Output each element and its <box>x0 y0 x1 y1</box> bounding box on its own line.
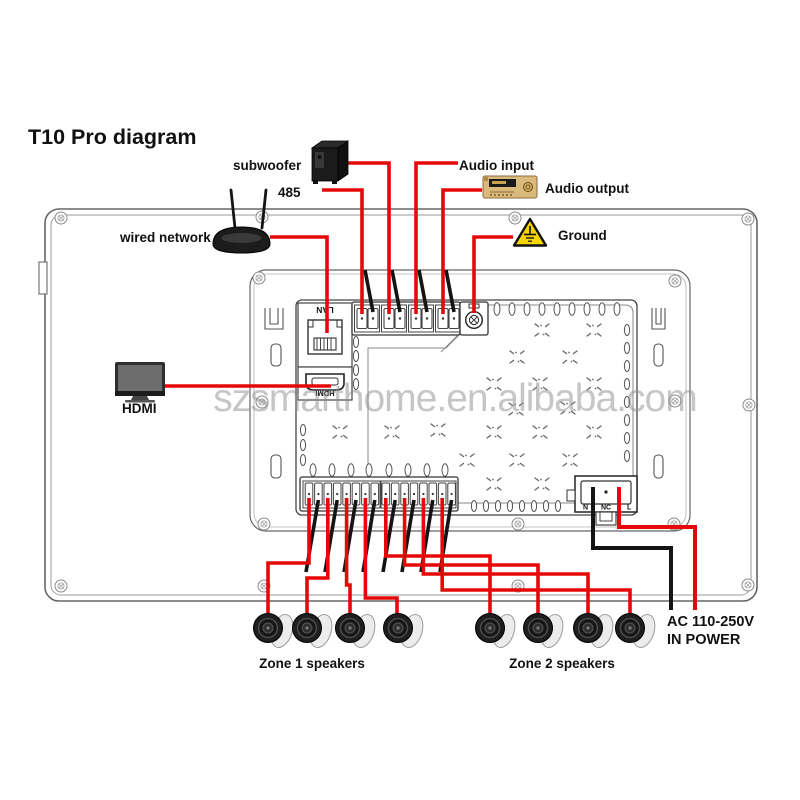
tv-icon <box>115 362 165 403</box>
wire-ground <box>472 235 513 313</box>
wire-zone2-speaker3 <box>421 498 590 613</box>
label-hdmi: HDMI <box>122 401 157 416</box>
speaker <box>291 610 337 652</box>
power-terminal-l: L <box>627 505 632 512</box>
hdmi-port-label: HDMI <box>315 389 334 398</box>
amplifier-icon <box>482 175 538 199</box>
wire-zone1-speaker3 <box>344 498 352 613</box>
wire-subwoofer <box>348 161 391 314</box>
label-zone2: Zone 2 speakers <box>509 656 615 671</box>
zone1-speakers <box>252 610 428 652</box>
wire-zone1-speaker1 <box>266 498 311 613</box>
label-ground: Ground <box>558 228 607 243</box>
wire-black-top-2 <box>390 269 402 313</box>
page-title: T10 Pro diagram <box>28 125 196 149</box>
wire-zone2-speaker1 <box>384 498 492 613</box>
ground-screw-terminal <box>459 301 489 336</box>
mounting-recess <box>249 269 691 532</box>
speaker <box>572 610 618 652</box>
wire-zone1-speaker2 <box>305 498 330 613</box>
label-audio-output: Audio output <box>545 181 629 196</box>
label-zone1: Zone 1 speakers <box>259 656 365 671</box>
watermark: szsmarthome.en.alibaba.com <box>213 377 696 420</box>
label-audio-input: Audio input <box>459 158 534 173</box>
wire-black-top-4 <box>444 269 456 313</box>
speaker <box>614 610 660 652</box>
wire-zone2-speaker4 <box>440 498 632 613</box>
speaker <box>252 610 298 652</box>
hdmi-port: HDMI <box>297 366 353 401</box>
wire-black-top-3 <box>417 269 429 313</box>
label-power-line1: AC 110-250V <box>667 614 754 630</box>
zone2-speakers <box>474 610 660 652</box>
power-terminal-n: N <box>583 505 588 512</box>
label-485: 485 <box>278 185 301 200</box>
wire-485 <box>322 188 364 314</box>
device-rear-panel: LAN HDMI <box>38 208 758 602</box>
ground-warning-icon <box>512 217 548 247</box>
speaker-terminal-block <box>299 476 459 512</box>
subwoofer-icon <box>310 140 350 184</box>
component-module: LAN HDMI <box>295 299 638 526</box>
wire-audio-input <box>414 161 458 314</box>
speaker <box>334 610 380 652</box>
speaker <box>474 610 520 652</box>
label-power-line2: IN POWER <box>667 632 741 648</box>
power-terminal-nc: NC <box>601 505 611 512</box>
label-wired-network: wired network <box>119 230 211 245</box>
top-terminal-block <box>351 301 461 336</box>
label-subwoofer: subwoofer <box>233 158 302 173</box>
wire-black-top-1 <box>363 269 375 313</box>
side-tab <box>38 261 48 295</box>
wire-lan <box>270 235 329 333</box>
wire-power-live <box>617 487 697 610</box>
lan-port-label: LAN <box>316 305 333 315</box>
router-icon <box>212 188 271 254</box>
wire-power-neutral <box>591 487 673 610</box>
speaker <box>382 610 428 652</box>
recess-brackets <box>264 308 666 479</box>
speaker <box>522 610 568 652</box>
wires-red <box>165 161 697 613</box>
wire-audio-output <box>441 188 482 314</box>
wire-zone1-speaker4 <box>363 498 399 613</box>
lan-port: LAN <box>297 302 353 368</box>
wire-black-bottom-5 <box>381 499 397 573</box>
